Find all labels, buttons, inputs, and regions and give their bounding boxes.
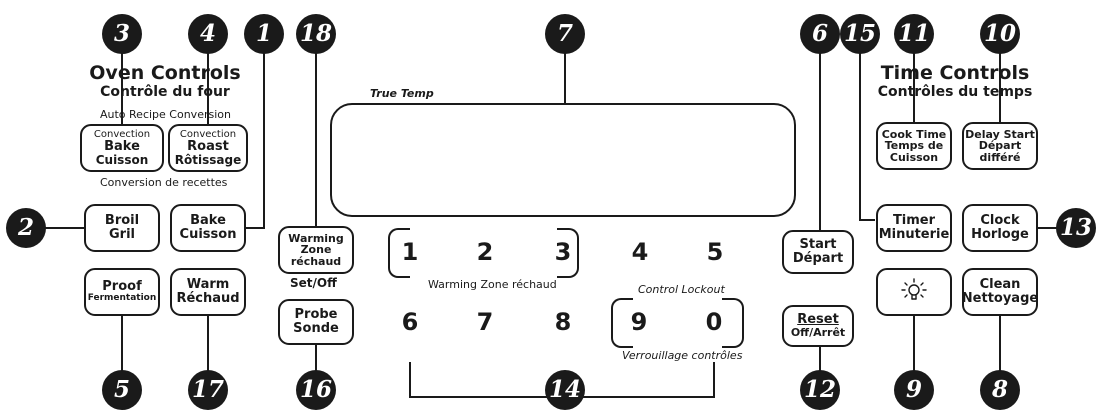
nettoyage-label: Nettoyage — [961, 291, 1039, 306]
rechaud-zone-label: réchaud — [290, 254, 342, 268]
fermentation-label: Fermentation — [87, 293, 157, 304]
digit-5-button[interactable]: 5 — [706, 238, 724, 266]
true-temp-label: True Temp — [370, 87, 434, 100]
broil-button[interactable]: Broil Gril — [84, 204, 160, 252]
convection-bake-button[interactable]: Convection Bake Cuisson — [80, 124, 164, 172]
control-lockout-label: Control Lockout — [638, 283, 725, 296]
probe-label: Probe — [294, 307, 338, 323]
digit-0-button[interactable]: 0 — [705, 308, 723, 336]
warm-button[interactable]: Warm Réchaud — [170, 268, 246, 316]
callout-8: 8 — [980, 370, 1020, 410]
auto-recipe-label: Auto Recipe Conversion — [100, 108, 231, 121]
convection-bake-line2: Bake — [104, 139, 140, 155]
callout-6: 6 — [800, 14, 840, 54]
clean-button[interactable]: Clean Nettoyage — [962, 268, 1038, 316]
delay-start-button[interactable]: Delay Start Départ différé — [962, 122, 1038, 170]
callout-3: 3 — [102, 14, 142, 54]
minuterie-label: Minuterie — [878, 227, 950, 242]
delay-start-line2: Départ — [978, 139, 1022, 153]
gril-label: Gril — [109, 227, 135, 242]
callout-1: 1 — [244, 14, 284, 54]
delay-start-line3: différé — [979, 150, 1021, 164]
warm-label: Warm — [186, 277, 230, 293]
callout-17: 17 — [188, 370, 228, 410]
oven-controls-heading: Oven Controls — [89, 62, 241, 84]
callout-16: 16 — [296, 370, 336, 410]
proof-button[interactable]: Proof Fermentation — [84, 268, 160, 316]
digit-2-button[interactable]: 2 — [476, 238, 494, 266]
broil-label: Broil — [104, 213, 140, 229]
horloge-label: Horloge — [971, 227, 1029, 242]
lockout-bracket-left — [611, 298, 633, 348]
callout-12: 12 — [800, 370, 840, 410]
callout-9: 9 — [894, 370, 934, 410]
digit-4-button[interactable]: 4 — [631, 238, 649, 266]
rechaud-label: Réchaud — [176, 291, 240, 306]
convection-roast-line1: Convection — [179, 128, 237, 140]
convection-roast-line3: Rôtissage — [174, 152, 242, 167]
convection-bake-line1: Convection — [93, 128, 151, 140]
warming-zone-keypad-label: Warming Zone réchaud — [428, 278, 557, 291]
cook-time-line3: Cuisson — [889, 150, 939, 164]
convection-roast-line2: Roast — [187, 139, 229, 155]
off-arret-label: Off/Arrêt — [790, 326, 846, 340]
digit-6-button[interactable]: 6 — [401, 308, 419, 336]
callout-18: 18 — [296, 14, 336, 54]
timer-label: Timer — [892, 213, 936, 229]
light-button[interactable] — [876, 268, 952, 316]
proof-label: Proof — [102, 279, 142, 295]
keypad-bracket-right — [557, 228, 579, 278]
verrouillage-label: Verrouillage contrôles — [622, 349, 743, 362]
digit-7-button[interactable]: 7 — [476, 308, 494, 336]
digit-1-button[interactable]: 1 — [401, 238, 419, 266]
callout-15: 15 — [840, 14, 880, 54]
start-label: Start — [799, 237, 837, 253]
callout-5: 5 — [102, 370, 142, 410]
time-controls-heading-fr: Contrôles du temps — [877, 84, 1033, 100]
oven-display — [330, 103, 796, 217]
digit-3-button[interactable]: 3 — [554, 238, 572, 266]
timer-button[interactable]: Timer Minuterie — [876, 204, 952, 252]
cook-time-line2: Temps de — [884, 139, 944, 153]
probe-button[interactable]: Probe Sonde — [278, 299, 354, 345]
light-bulb-icon — [901, 278, 927, 300]
clock-label: Clock — [980, 213, 1020, 229]
reset-label: Reset — [797, 312, 839, 328]
callout-10: 10 — [980, 14, 1020, 54]
bake-label: Bake — [190, 213, 226, 229]
oven-controls-heading-fr: Contrôle du four — [100, 84, 230, 100]
cook-time-button[interactable]: Cook Time Temps de Cuisson — [876, 122, 952, 170]
keypad-bracket-left — [388, 228, 410, 278]
conversion-recettes-label: Conversion de recettes — [100, 176, 228, 189]
callout-7: 7 — [545, 14, 585, 54]
zone-label: Zone — [300, 243, 332, 257]
lockout-bracket-right — [722, 298, 744, 348]
sonde-label: Sonde — [293, 321, 339, 336]
callout-13: 13 — [1056, 208, 1096, 248]
convection-bake-line3: Cuisson — [95, 152, 149, 167]
warming-label: Warming — [288, 231, 344, 245]
reset-button[interactable]: Reset Off/Arrêt — [782, 305, 854, 347]
callout-2: 2 — [6, 208, 46, 248]
digit-8-button[interactable]: 8 — [554, 308, 572, 336]
callout-14: 14 — [545, 370, 585, 410]
convection-roast-button[interactable]: Convection Roast Rôtissage — [168, 124, 248, 172]
digit-9-button[interactable]: 9 — [630, 308, 648, 336]
delay-start-line1: Delay Start — [965, 127, 1035, 141]
warming-zone-button[interactable]: Warming Zone réchaud — [278, 226, 354, 274]
cook-time-line1: Cook Time — [881, 127, 947, 141]
bake-button[interactable]: Bake Cuisson — [170, 204, 246, 252]
clock-button[interactable]: Clock Horloge — [962, 204, 1038, 252]
clean-label: Clean — [979, 277, 1021, 293]
callout-4: 4 — [188, 14, 228, 54]
callout-11: 11 — [894, 14, 934, 54]
depart-label: Départ — [792, 251, 844, 266]
cuisson-label: Cuisson — [179, 227, 237, 242]
time-controls-heading: Time Controls — [880, 62, 1030, 84]
start-button[interactable]: Start Départ — [782, 230, 854, 274]
set-off-label: Set/Off — [290, 276, 337, 290]
